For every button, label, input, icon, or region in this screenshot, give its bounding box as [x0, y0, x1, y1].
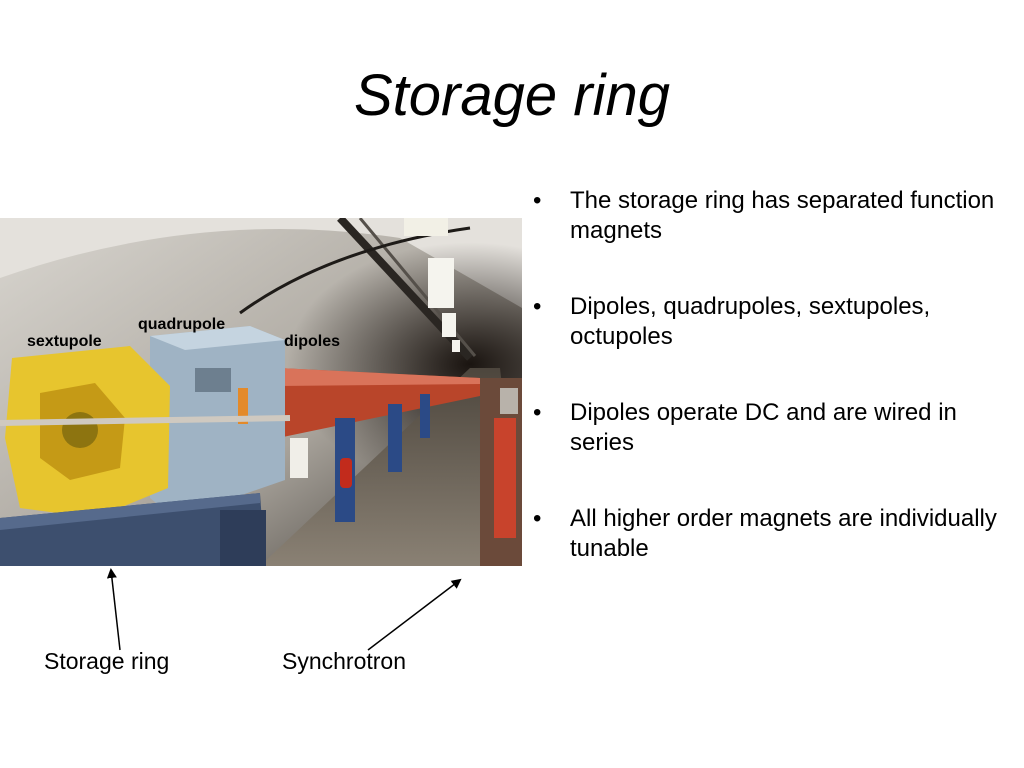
bullet-list: • The storage ring has separated function… — [533, 186, 1003, 610]
arrow-storage-ring — [106, 568, 121, 651]
bullet-item: • Dipoles, quadrupoles, sextupoles, octup… — [533, 292, 1003, 352]
bullet-item: • Dipoles operate DC and are wired in ser… — [533, 398, 1003, 458]
slide-title: Storage ring — [354, 63, 670, 128]
bullet-text: The storage ring has separated function … — [570, 187, 995, 244]
arrow-synchrotron — [367, 578, 462, 651]
bullet-marker: • — [533, 505, 542, 532]
bullet-item: • The storage ring has separated function… — [533, 186, 1003, 246]
bullet-text: All higher order magnets are individuall… — [570, 505, 997, 562]
bullet-marker: • — [533, 187, 542, 214]
bullet-text: Dipoles, quadrupoles, sextupoles, octupo… — [570, 293, 931, 350]
bullet-item: • All higher order magnets are individual… — [533, 504, 1003, 564]
caption-storage-ring: Storage ring — [44, 648, 170, 674]
tunnel-photo — [0, 218, 522, 566]
bullet-marker: • — [533, 399, 542, 426]
bullet-text: Dipoles operate DC and are wired in seri… — [570, 399, 957, 456]
caption-synchrotron: Synchrotron — [282, 648, 407, 674]
label-quadrupole: quadrupole — [138, 316, 226, 333]
label-dipoles: dipoles — [284, 333, 341, 350]
label-sextupole: sextupole — [27, 333, 102, 350]
bullet-marker: • — [533, 293, 542, 320]
